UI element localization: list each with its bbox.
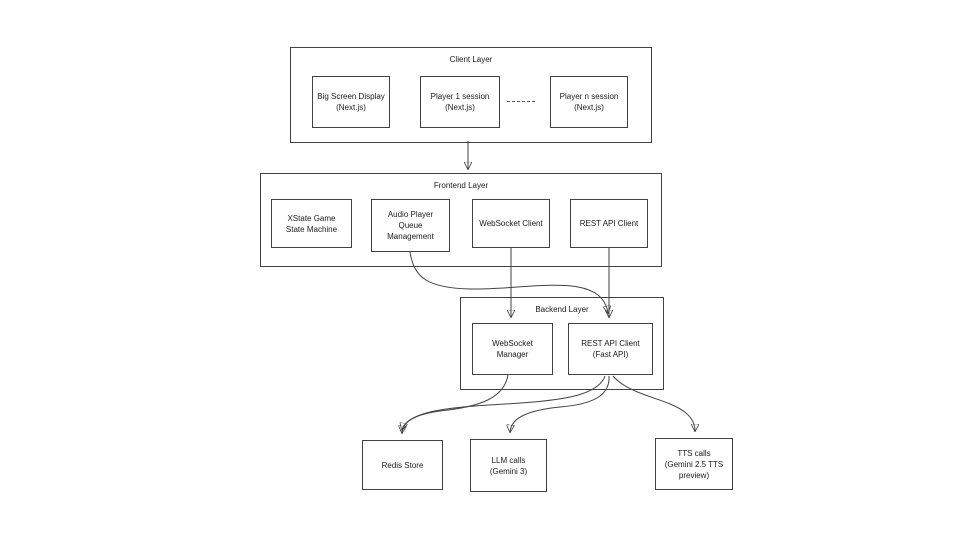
node-tts-calls: TTS calls (Gemini 2.5 TTS preview)	[655, 438, 733, 490]
node-xstate-game-state-machine: XState Game State Machine	[271, 199, 352, 248]
node-rest-api-client: REST API Client	[570, 199, 648, 248]
container-frontend-layer: Frontend Layer	[260, 173, 662, 267]
node-websocket-client: WebSocket Client	[472, 199, 550, 248]
node-redis-store: Redis Store	[362, 440, 443, 490]
session-ellipsis-dashes	[507, 101, 535, 102]
container-client-layer: Client Layer	[290, 47, 652, 143]
frontend-layer-label: Frontend Layer	[433, 181, 489, 190]
node-websocket-manager: WebSocket Manager	[472, 323, 553, 375]
node-player-1-session: Player 1 session (Next.js)	[420, 76, 500, 128]
node-llm-calls: LLM calls (Gemini 3)	[470, 439, 547, 492]
node-player-n-session: Player n session (Next.js)	[550, 76, 628, 128]
container-backend-layer: Backend Layer	[460, 297, 664, 390]
node-big-screen-display: Big Screen Display (Next.js)	[312, 76, 390, 128]
client-layer-label: Client Layer	[449, 55, 493, 64]
node-audio-player-queue-management: Audio Player Queue Management	[371, 199, 450, 252]
node-rest-api-client-fastapi: REST API Client (Fast API)	[568, 323, 653, 375]
backend-layer-label: Backend Layer	[535, 305, 589, 314]
